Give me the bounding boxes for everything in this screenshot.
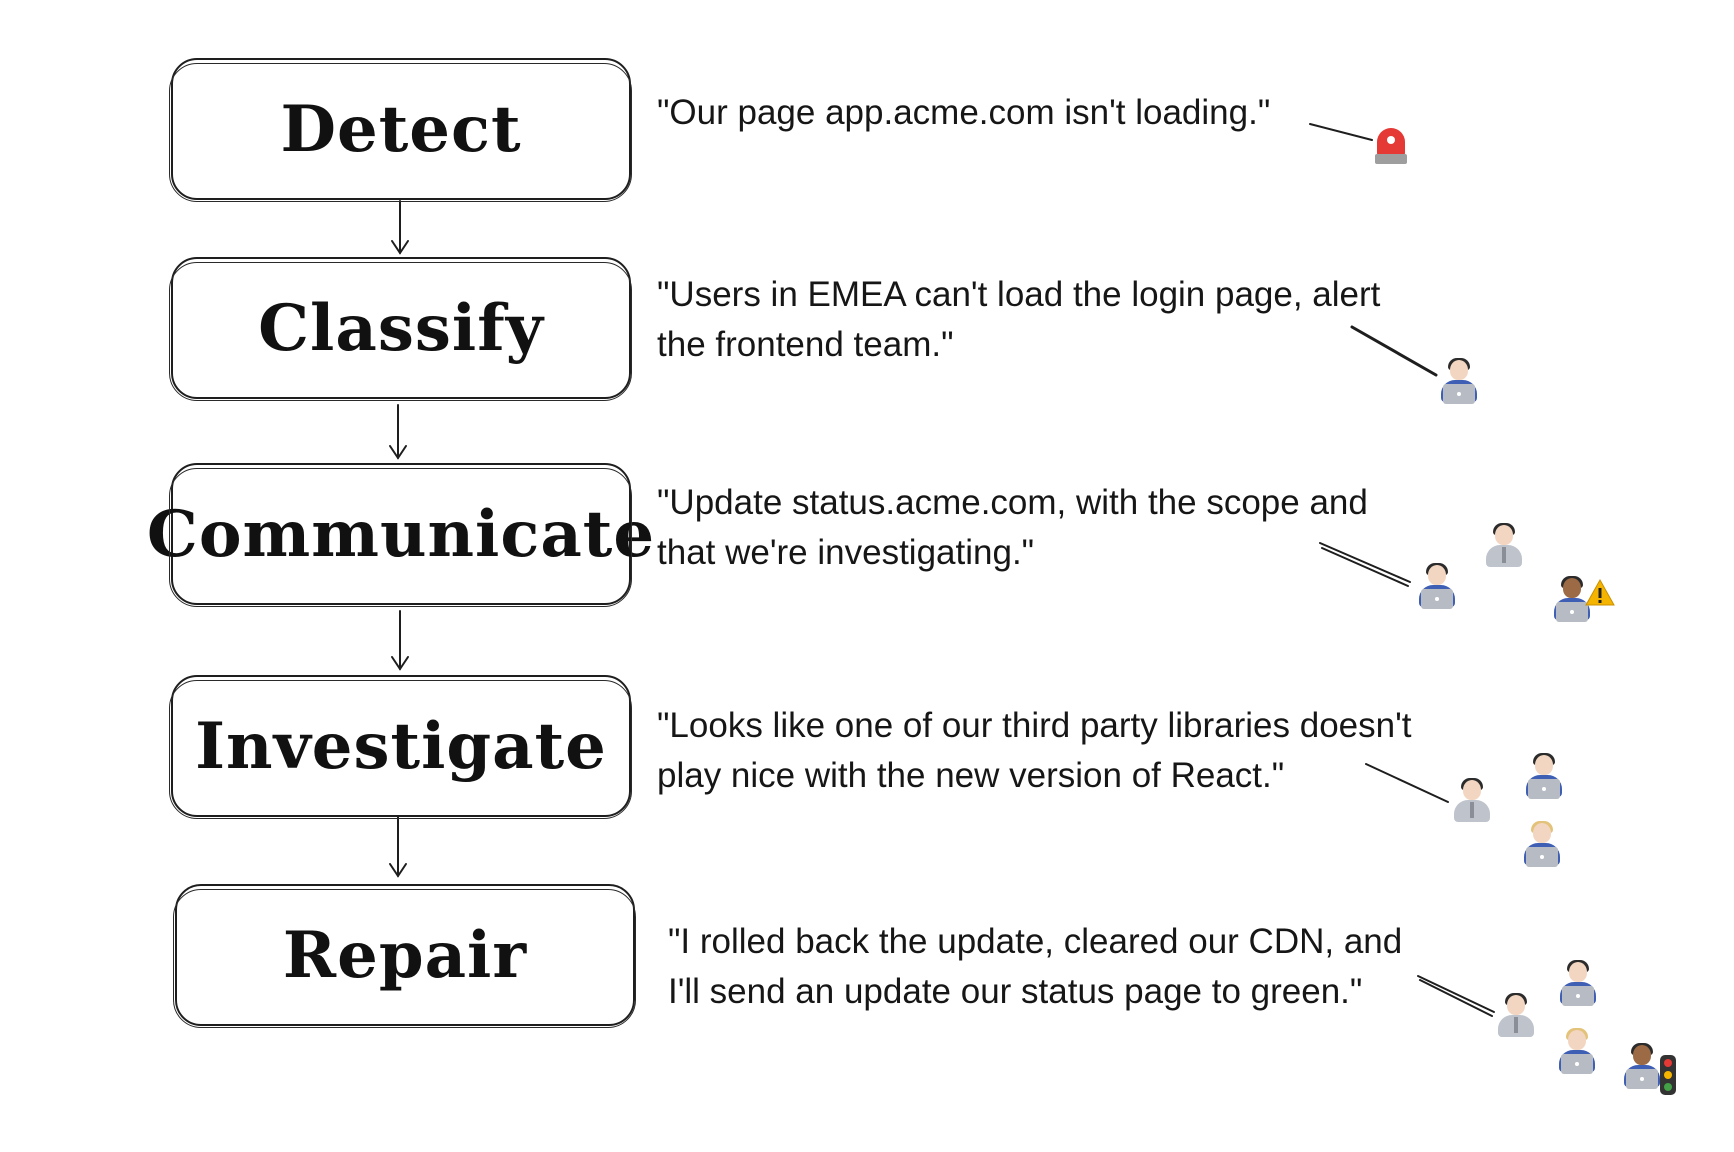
woman-technologist-icon bbox=[1437, 358, 1481, 404]
quote-line: "Looks like one of our third party libra… bbox=[657, 706, 1412, 745]
woman-technologist-icon bbox=[1415, 563, 1459, 609]
step-classify: Classify bbox=[169, 257, 632, 401]
person-technologist-icon bbox=[1550, 576, 1594, 622]
blonde-technologist-icon bbox=[1520, 821, 1564, 867]
quote-investigate: "Looks like one of our third party libra… bbox=[657, 701, 1412, 801]
arrow-detect-classify bbox=[391, 200, 409, 255]
step-label: Repair bbox=[282, 917, 528, 993]
person-technologist-icon bbox=[1620, 1043, 1664, 1089]
man-technologist-icon bbox=[1494, 993, 1538, 1039]
step-label: Communicate bbox=[146, 496, 656, 572]
step-communicate: Communicate bbox=[147, 463, 654, 607]
quote-classify: "Users in EMEA can't load the login page… bbox=[657, 270, 1380, 370]
quote-line: "Users in EMEA can't load the login page… bbox=[657, 275, 1381, 314]
pointer-classify bbox=[1350, 325, 1438, 377]
quote-line: play nice with the new version of React.… bbox=[657, 756, 1285, 795]
pointer-detect bbox=[1309, 123, 1373, 141]
quote-communicate: "Update status.acme.com, with the scope … bbox=[657, 478, 1368, 578]
step-investigate: Investigate bbox=[169, 675, 632, 819]
quote-detect: "Our page app.acme.com isn't loading." bbox=[657, 88, 1270, 138]
arrow-classify-communicate bbox=[389, 404, 407, 460]
man-technologist-icon bbox=[1482, 523, 1526, 569]
quote-line: I'll send an update our status page to g… bbox=[668, 972, 1363, 1011]
quote-repair: "I rolled back the update, cleared our C… bbox=[668, 917, 1402, 1017]
pointer-communicate bbox=[1319, 542, 1411, 583]
man-technologist-icon bbox=[1450, 778, 1494, 824]
woman-technologist-icon bbox=[1556, 960, 1600, 1006]
step-label: Detect bbox=[280, 91, 522, 167]
quote-line: "Update status.acme.com, with the scope … bbox=[657, 483, 1368, 522]
quote-line: that we're investigating." bbox=[657, 533, 1035, 572]
blonde-technologist-icon bbox=[1555, 1028, 1599, 1074]
traffic-light-icon bbox=[1660, 1055, 1676, 1095]
pointer-investigate bbox=[1365, 763, 1449, 803]
step-label: Classify bbox=[258, 290, 544, 366]
quote-line: "I rolled back the update, cleared our C… bbox=[668, 922, 1403, 961]
quote-line: the frontend team." bbox=[657, 325, 954, 364]
step-detect: Detect bbox=[169, 58, 632, 202]
arrow-investigate-repair bbox=[389, 815, 407, 878]
pointer-repair bbox=[1417, 975, 1495, 1013]
woman-technologist-icon bbox=[1522, 753, 1566, 799]
arrow-communicate-investigate bbox=[391, 610, 409, 671]
quote-line: "Our page app.acme.com isn't loading." bbox=[657, 93, 1271, 132]
step-repair: Repair bbox=[173, 884, 636, 1028]
police-car-light-icon bbox=[1369, 124, 1413, 168]
step-label: Investigate bbox=[195, 708, 607, 784]
warning-icon bbox=[1585, 578, 1615, 606]
